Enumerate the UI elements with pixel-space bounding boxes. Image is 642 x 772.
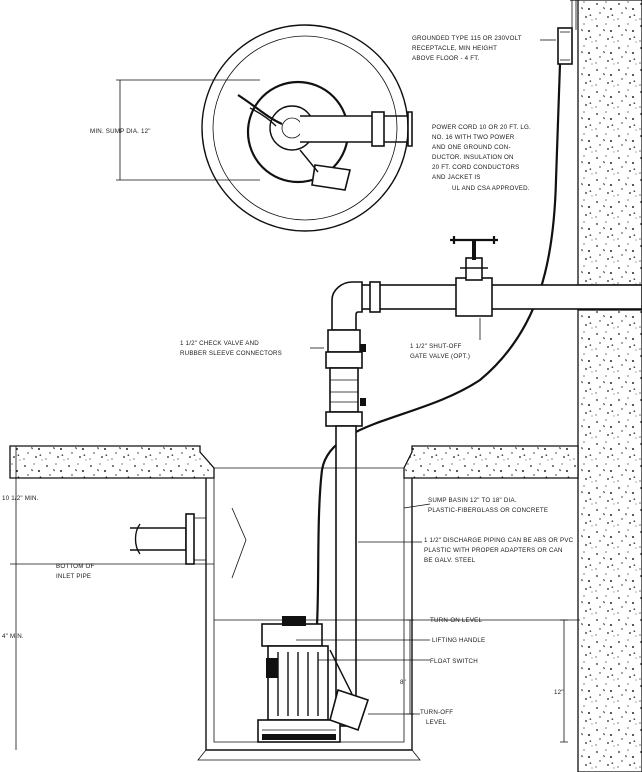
basin-walls: [205, 478, 413, 751]
horizontal-discharge-pipe: [357, 284, 642, 310]
bottom-inlet-label: BOTTOM OF INLET PIPE: [56, 563, 96, 580]
pump: [257, 616, 341, 743]
twelve-in-label: 12": [554, 689, 564, 696]
plan-view: MIN. SUMP DIA. 12": [90, 24, 413, 232]
eight-in-label: 8": [400, 679, 406, 686]
wall: [570, 0, 642, 772]
float-body: [329, 688, 370, 732]
eight-in-dimension: [406, 619, 414, 715]
gate-valve: [450, 236, 498, 317]
plan-power-cord: [237, 94, 283, 126]
plan-discharge-pipe: [300, 115, 379, 143]
floor: [9, 445, 579, 479]
inlet-pipe: [130, 507, 247, 579]
elbow: [331, 281, 363, 331]
float-switch-label: FLOAT SWITCH: [430, 658, 478, 665]
valve-handwheel: [450, 236, 498, 244]
floor-slab-left: [9, 445, 215, 479]
discharge-label: 1 1/2" DISCHARGE PIPING CAN BE ABS OR PV…: [424, 537, 575, 564]
shut-off-label: 1 1/2" SHUT-OFF GATE VALVE (OPT.): [410, 343, 470, 360]
receptacle-label: GROUNDED TYPE 115 OR 230VOLT RECEPTACLE,…: [412, 35, 524, 62]
power-cord-label: POWER CORD 10 OR 20 FT. LG. NO. 16 WITH …: [432, 124, 533, 192]
float-switch: [329, 649, 370, 732]
check-valve-label: 1 1/2" CHECK VALVE AND RUBBER SLEEVE CON…: [180, 340, 282, 357]
sump-inner-circle: [212, 35, 398, 221]
power-cord: [314, 63, 562, 641]
discharge-piping: 1 1/2" SHUT-OFF GATE VALVE (OPT.) 1 1/2"…: [180, 236, 642, 727]
turn-off-level-label: TURN-OFF LEVEL: [420, 709, 455, 726]
pump-top: [261, 623, 323, 647]
plan-float: [311, 164, 351, 191]
receptacle-box: [557, 27, 573, 65]
min-sump-dia-dimension: [116, 79, 124, 181]
twelve-in-dimension: [560, 619, 568, 743]
receptacle: GROUNDED TYPE 115 OR 230VOLT RECEPTACLE,…: [412, 0, 577, 65]
check-valve: [325, 329, 366, 427]
lower-wall: [577, 309, 642, 772]
four-min-label: 4" MIN.: [2, 633, 24, 640]
min-sump-dia-label: MIN. SUMP DIA. 12": [90, 128, 151, 135]
ten-half-label: 10 1/2" MIN.: [2, 495, 39, 502]
upper-wall: [570, 0, 642, 286]
lifting-handle-label: LIFTING HANDLE: [432, 637, 485, 644]
sump-basin-label: SUMP BASIN 12" TO 18" DIA. PLASTIC-FIBER…: [428, 497, 548, 514]
turn-on-level-label: TURN-ON LEVEL: [430, 617, 482, 624]
floor-slab-right: [403, 445, 579, 479]
